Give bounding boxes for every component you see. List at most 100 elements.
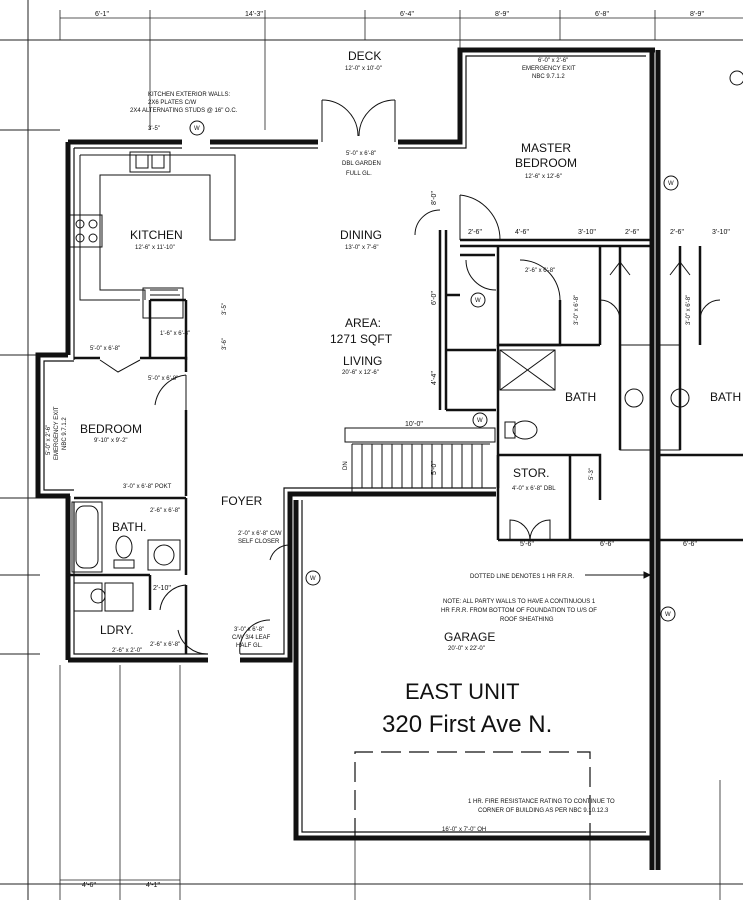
svg-text:DBL GARDEN: DBL GARDEN — [342, 161, 381, 167]
laundry-label: LDRY. — [100, 623, 134, 637]
exterior-walls — [35, 47, 661, 870]
svg-text:14'-3": 14'-3" — [245, 11, 263, 18]
area-label: AREA: — [345, 316, 381, 330]
svg-text:4'-4": 4'-4" — [431, 371, 438, 385]
svg-text:2'-10": 2'-10" — [153, 585, 171, 592]
fire-line-arrow — [585, 571, 652, 579]
svg-text:6'-1": 6'-1" — [95, 11, 109, 18]
svg-text:KITCHEN EXTERIOR WALLS:: KITCHEN EXTERIOR WALLS: — [148, 92, 230, 98]
foyer-label: FOYER — [221, 494, 263, 508]
svg-text:5'-0" x 6'-8": 5'-0" x 6'-8" — [90, 346, 120, 352]
deck-label: DECK — [348, 49, 381, 63]
master-label-2: BEDROOM — [515, 156, 577, 170]
window-tag-garage-east — [660, 606, 676, 622]
svg-text:6'-6": 6'-6" — [683, 541, 697, 548]
garage-size: 20'-0" x 22'-0" — [448, 646, 485, 652]
svg-text:6'-6": 6'-6" — [600, 541, 614, 548]
svg-text:3'-0" x 6'-8" POKT: 3'-0" x 6'-8" POKT — [123, 484, 172, 490]
unit-title: EAST UNIT — [405, 679, 520, 704]
svg-text:3'-0" x 6'-8": 3'-0" x 6'-8" — [574, 295, 580, 325]
svg-text:W: W — [475, 298, 481, 304]
mid-dimension-labels: 2'-6" 4'-6" 3'-10" 2'-6" 2'-6" 3'-10" 10… — [153, 229, 730, 592]
bedroom-size: 9'-10" x 9'-2" — [94, 438, 128, 444]
deck-size: 12'-0" x 10'-0" — [345, 66, 382, 72]
svg-text:2'-6" x 2'-0": 2'-6" x 2'-0" — [112, 648, 142, 654]
room-labels: DECK 12'-0" x 10'-0" KITCHEN 12'-6" x 11… — [80, 49, 741, 738]
svg-text:5'-3": 5'-3" — [589, 468, 595, 480]
svg-text:5'-0": 5'-0" — [431, 461, 438, 475]
stairs[interactable] — [344, 427, 496, 492]
svg-text:1 HR. FIRE RESISTANCE RATING T: 1 HR. FIRE RESISTANCE RATING TO CONTINUE… — [468, 799, 615, 805]
kitchen-label: KITCHEN — [130, 228, 183, 242]
exterior-walls-inner — [43, 55, 646, 833]
svg-text:10'-0": 10'-0" — [405, 421, 423, 428]
bath-label: BATH. — [112, 520, 146, 534]
bath-fixtures — [71, 344, 690, 612]
svg-text:2'-6": 2'-6" — [670, 229, 684, 236]
svg-text:CORNER OF BUILDING AS PER NBC: CORNER OF BUILDING AS PER NBC 9.10.12.3 — [478, 808, 609, 814]
svg-text:5'-6": 5'-6" — [520, 541, 534, 548]
svg-text:NBC 9.7.1.2: NBC 9.7.1.2 — [532, 74, 565, 80]
bedroom-label: BEDROOM — [80, 422, 142, 436]
kitchen-counters — [69, 151, 236, 319]
bath2-label: BATH — [565, 390, 596, 404]
window-tag-right-top — [729, 70, 743, 86]
window-tag-garage — [305, 570, 321, 586]
window-tag-hall — [470, 292, 486, 308]
svg-text:16'-0" x 7'-0" OH: 16'-0" x 7'-0" OH — [442, 827, 486, 833]
living-label: LIVING — [343, 354, 382, 368]
svg-text:DOTTED LINE DENOTES 1 HR F.R.R: DOTTED LINE DENOTES 1 HR F.R.R. — [470, 574, 574, 580]
svg-text:NBC 9.7.1.2: NBC 9.7.1.2 — [62, 417, 68, 450]
unit-address: 320 First Ave N. — [382, 711, 552, 738]
svg-text:2'-6": 2'-6" — [625, 229, 639, 236]
svg-text:3'-10": 3'-10" — [578, 229, 596, 236]
annotation-notes: KITCHEN EXTERIOR WALLS: 2X6 PLATES C/W 2… — [90, 58, 615, 833]
svg-text:W: W — [194, 126, 200, 132]
deck-doors — [321, 99, 396, 142]
svg-text:NOTE: ALL PARTY WALLS TO HAVE: NOTE: ALL PARTY WALLS TO HAVE A CONTINUO… — [443, 599, 596, 605]
bottom-dimension-line — [59, 665, 721, 900]
svg-text:HR F.R.R. FROM BOTTOM OF FOUND: HR F.R.R. FROM BOTTOM OF FOUNDATION TO U… — [441, 608, 597, 614]
svg-text:4'-6": 4'-6" — [515, 229, 529, 236]
svg-text:4'-6": 4'-6" — [82, 882, 96, 889]
svg-text:ROOF SHEATHING: ROOF SHEATHING — [500, 617, 554, 623]
svg-text:8'-0": 8'-0" — [431, 191, 438, 205]
svg-text:6'-0": 6'-0" — [431, 291, 438, 305]
dining-label: DINING — [340, 228, 382, 242]
svg-text:6'-4": 6'-4" — [400, 11, 414, 18]
svg-text:W: W — [310, 576, 316, 582]
garage-door[interactable] — [354, 751, 591, 838]
stor-label: STOR. — [513, 466, 549, 480]
svg-text:4'-0" x 6'-8" DBL: 4'-0" x 6'-8" DBL — [512, 486, 556, 492]
window-tags — [189, 70, 743, 622]
svg-text:2'-6" x 6'-8": 2'-6" x 6'-8" — [150, 508, 180, 514]
svg-text:5'-0" x 6'-8": 5'-0" x 6'-8" — [346, 151, 376, 157]
svg-text:2'-6" x 6'-8": 2'-6" x 6'-8" — [525, 268, 555, 274]
svg-text:3'-0" x 6'-8": 3'-0" x 6'-8" — [686, 295, 692, 325]
svg-text:8'-9": 8'-9" — [495, 11, 509, 18]
svg-text:6'-0" x 2'-6": 6'-0" x 2'-6" — [538, 58, 568, 64]
garage-label: GARAGE — [444, 630, 495, 644]
svg-text:3'-0" x 6'-8": 3'-0" x 6'-8" — [234, 627, 264, 633]
svg-text:4'-1": 4'-1" — [146, 882, 160, 889]
kitchen-size: 12'-6" x 11'-10" — [135, 245, 175, 251]
svg-text:C/W 3/4 LEAF: C/W 3/4 LEAF — [232, 635, 271, 641]
svg-text:DN: DN — [343, 461, 349, 470]
svg-text:W: W — [665, 612, 671, 618]
svg-text:8'-9": 8'-9" — [690, 11, 704, 18]
window-tag-master — [663, 175, 679, 191]
area-value: 1271 SQFT — [330, 332, 393, 346]
svg-text:2'-6" x 6'-8": 2'-6" x 6'-8" — [150, 642, 180, 648]
svg-text:6'-8": 6'-8" — [595, 11, 609, 18]
window-tag-kitchen — [189, 120, 205, 136]
svg-text:5'-0" x 6'-8": 5'-0" x 6'-8" — [148, 376, 178, 382]
dining-size: 13'-0" x 7'-6" — [345, 245, 379, 251]
svg-text:1'-6" x 6'-8": 1'-6" x 6'-8" — [160, 331, 190, 337]
svg-text:3'-6": 3'-6" — [222, 338, 228, 350]
living-size: 20'-6" x 12'-6" — [342, 370, 379, 376]
svg-text:2X4 ALTERNATING STUDS @ 16" O.: 2X4 ALTERNATING STUDS @ 16" O.C. — [130, 108, 238, 114]
svg-text:2X6 PLATES C/W: 2X6 PLATES C/W — [148, 100, 197, 106]
master-label-1: MASTER — [521, 141, 571, 155]
